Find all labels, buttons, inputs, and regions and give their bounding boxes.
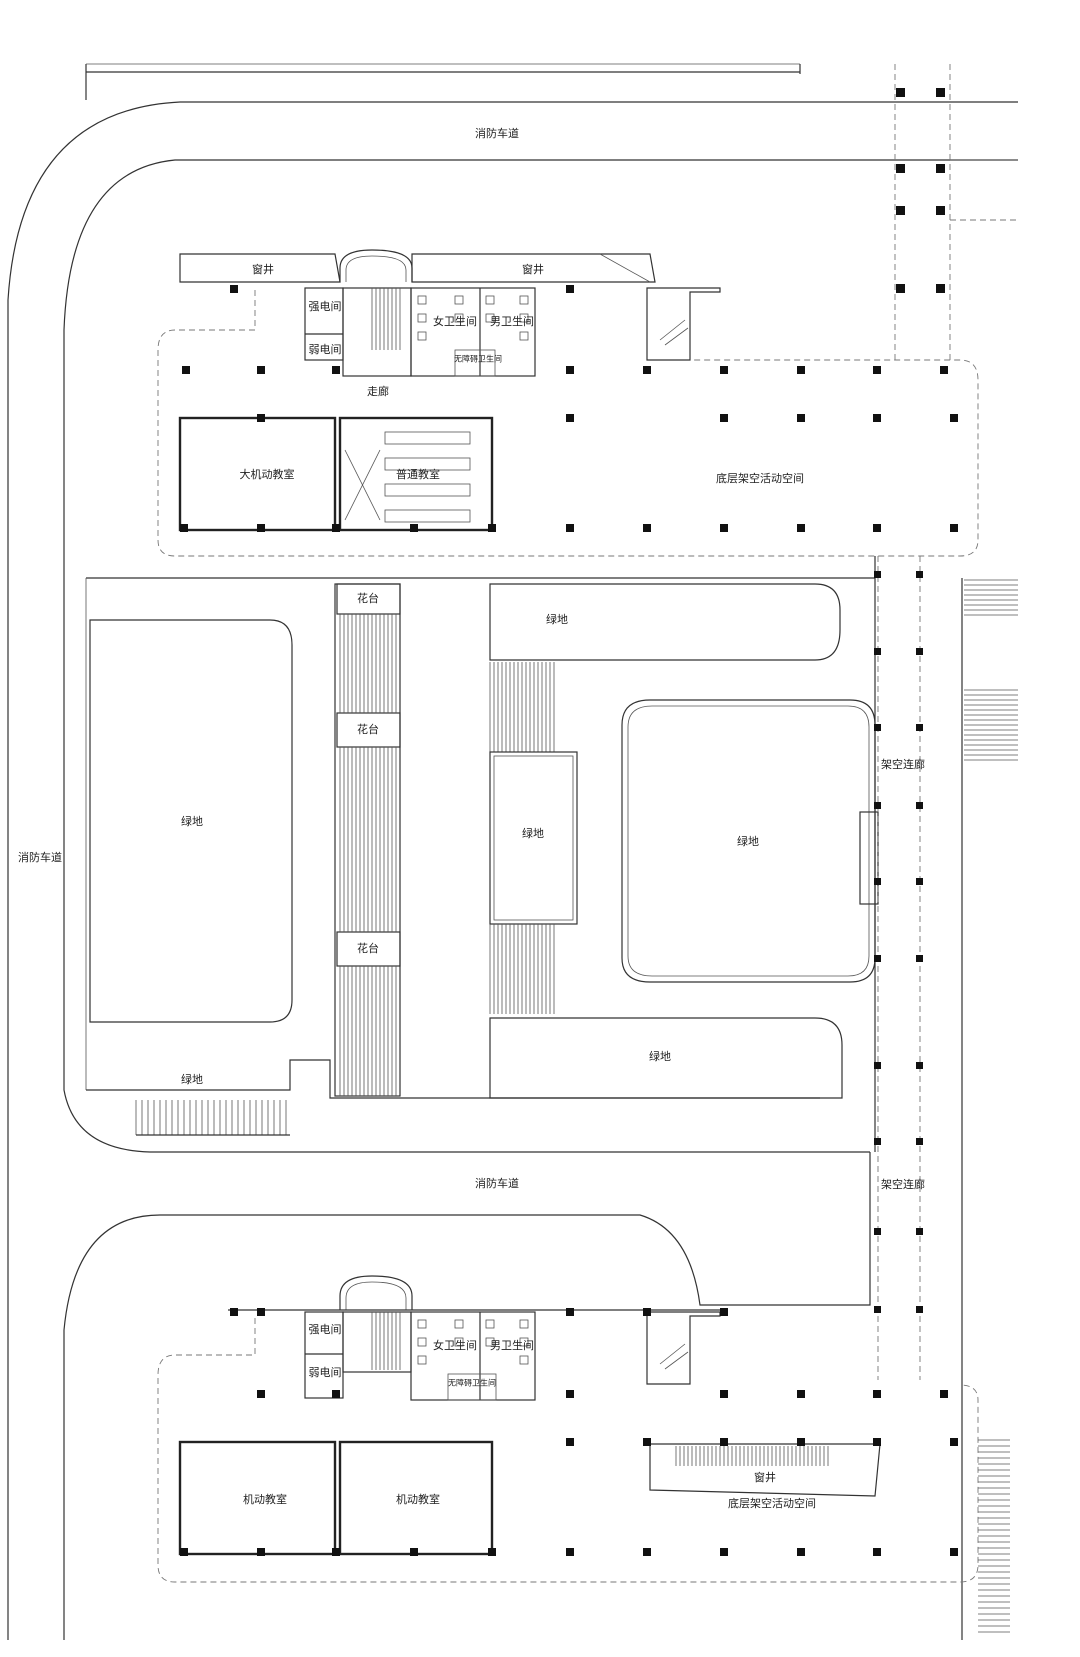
male-wc-bottom-label: 男卫生间 xyxy=(490,1338,534,1352)
top-toilet-fixtures xyxy=(417,295,529,341)
accessible-wc-top-label: 无障碍卫生间 xyxy=(454,354,502,364)
top-building xyxy=(157,249,979,557)
weak-elec-top-label: 弱电间 xyxy=(309,343,342,356)
green-right-large-label: 绿地 xyxy=(737,834,759,848)
pilotis-bottom-label: 底层架空活动空间 xyxy=(728,1496,816,1510)
large-flex-classroom-label: 大机动教室 xyxy=(240,467,295,481)
fire-road-middle xyxy=(63,1152,871,1640)
fire-road-top-label: 消防车道 xyxy=(475,126,519,140)
stair-strip-3 xyxy=(339,966,397,1096)
strong-elec-bottom-label: 强电间 xyxy=(309,1323,342,1336)
male-wc-top-label: 男卫生间 xyxy=(490,314,534,328)
stair-mid-lower xyxy=(489,924,555,1014)
flex-classroom-1-label: 机动教室 xyxy=(243,1492,287,1506)
corridor-label: 走廊 xyxy=(367,384,389,398)
pilotis-top-label: 底层架空活动空间 xyxy=(716,471,804,485)
planter-3-label: 花台 xyxy=(357,941,379,955)
weak-elec-bottom-label: 弱电间 xyxy=(309,1366,342,1379)
walkway-columns xyxy=(874,571,923,1313)
stair-strip-1 xyxy=(339,614,397,713)
covered-walkway-top-grid xyxy=(894,64,1018,360)
covered-walkway-2-label: 架空连廊 xyxy=(881,1177,925,1191)
bottom-building xyxy=(157,1275,1010,1633)
accessible-wc-bottom-label: 无障碍卫生间 xyxy=(448,1378,496,1388)
bottom-window-well-steps xyxy=(675,1446,829,1466)
green-bottom-label: 绿地 xyxy=(649,1049,671,1063)
green-center-small-label: 绿地 xyxy=(522,826,544,840)
regular-classroom-label: 普通教室 xyxy=(396,467,440,481)
stair-bottom-left xyxy=(135,1100,287,1135)
green-left-large-label: 绿地 xyxy=(181,814,203,828)
fire-road-left-label: 消防车道 xyxy=(18,850,62,864)
strong-elec-top-label: 强电间 xyxy=(309,300,342,313)
stair-strip-2 xyxy=(339,747,397,932)
female-wc-top-label: 女卫生间 xyxy=(433,314,477,328)
female-wc-bottom-label: 女卫生间 xyxy=(433,1338,477,1352)
green-top-label: 绿地 xyxy=(546,612,568,626)
bottom-toilet-fixtures xyxy=(417,1319,529,1365)
stair-mid-upper xyxy=(489,662,555,752)
covered-walkway-1-label: 架空连廊 xyxy=(881,757,925,771)
right-bottom-stairs xyxy=(978,1439,1010,1633)
bottom-columns xyxy=(180,1308,958,1556)
regular-classroom-desks xyxy=(344,431,471,523)
bottom-core-stair xyxy=(371,1312,401,1370)
planter-1-label: 花台 xyxy=(357,591,379,605)
courtyard xyxy=(85,556,963,1640)
top-columns xyxy=(180,285,958,532)
site-boundary xyxy=(85,63,801,100)
window-well-top-left-label: 窗井 xyxy=(252,262,274,276)
window-well-bottom-label: 窗井 xyxy=(754,1470,776,1484)
top-core-stair xyxy=(371,288,401,350)
green-left-bottom-label: 绿地 xyxy=(181,1072,203,1086)
planter-2-label: 花台 xyxy=(357,722,379,736)
flex-classroom-2-label: 机动教室 xyxy=(396,1492,440,1506)
window-well-top-right-label: 窗井 xyxy=(522,262,544,276)
fire-road-outer-curve xyxy=(7,101,1018,1640)
fire-road-middle-label: 消防车道 xyxy=(475,1176,519,1190)
right-edge-stairs xyxy=(964,579,1018,761)
